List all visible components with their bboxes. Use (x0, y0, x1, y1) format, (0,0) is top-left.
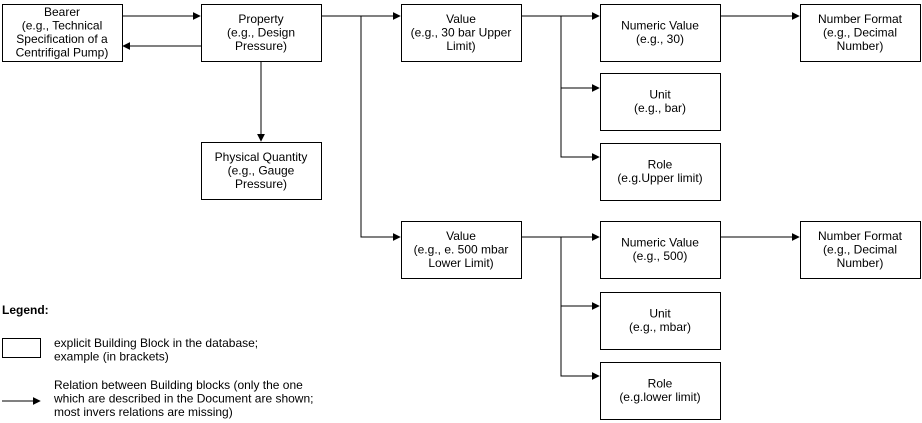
block-numeric-lower: Numeric Value(e.g., 500) (600, 221, 721, 279)
block-text-line: Pressure) (235, 177, 287, 191)
legend-arrow-description: most invers relations are missing) (54, 405, 233, 419)
block-text-line: Unit (649, 88, 671, 102)
block-text-line: (e.g., 30) (636, 32, 684, 46)
block-text-line: (e.g., Gauge (228, 163, 295, 177)
block-text-line: Number Format (818, 229, 903, 243)
block-text-line: (e.g.lower limit) (619, 390, 700, 404)
block-text-line: Numeric Value (621, 236, 699, 250)
block-text-line: Lower Limit) (428, 256, 493, 270)
relation-property-to-value-lower (360, 16, 401, 241)
block-role-upper: Role(e.g.Upper limit) (600, 143, 721, 201)
block-text-line: Unit (649, 307, 671, 321)
legend-box-description: explicit Building Block in the database; (54, 336, 258, 350)
block-text-line: (e.g.Upper limit) (617, 171, 702, 185)
legend-box-sample (2, 338, 41, 358)
block-text-line: Pressure) (235, 39, 287, 53)
block-text-line: (e.g., bar) (634, 101, 686, 115)
block-text-line: Number Format (818, 12, 903, 26)
block-text-line: Limit) (446, 39, 475, 53)
relation-value-upper-to-role (560, 88, 600, 161)
relation-value-lower-to-role (560, 306, 600, 380)
block-unit-bar: Unit(e.g., bar) (600, 73, 721, 131)
block-text-line: Specification of a (16, 32, 108, 46)
relations-layer (122, 12, 800, 380)
block-text-line: (e.g., Technical (22, 19, 103, 33)
block-text-line: (e.g., e. 500 mbar (414, 242, 509, 256)
block-text-line: (e.g., Decimal (823, 242, 897, 256)
block-numeric-upper: Numeric Value(e.g., 30) (600, 4, 721, 62)
relation-value-lower-to-unit (560, 237, 600, 310)
block-text-line: Physical Quantity (215, 150, 308, 164)
legend-arrow-description: Relation between Building blocks (only t… (54, 378, 303, 392)
block-text-line: Property (238, 12, 283, 26)
block-text-line: (e.g., Design (227, 25, 295, 39)
legend-title: Legend: (2, 303, 49, 317)
relation-value-upper-to-unit (560, 16, 600, 92)
block-text-line: Numeric Value (621, 19, 699, 33)
legend-arrow-description: which are described in the Document are … (53, 392, 313, 406)
legend-box-description: example (in brackets) (54, 350, 169, 364)
block-text-line: (e.g., 30 bar Upper (411, 25, 512, 39)
block-text-line: Role (648, 158, 673, 172)
block-text-line: Number) (837, 256, 884, 270)
block-unit-mbar: Unit(e.g., mbar) (600, 292, 721, 350)
block-text-line: (e.g., mbar) (629, 320, 691, 334)
block-text-line: Role (648, 377, 673, 391)
block-text-line: (e.g., 500) (633, 249, 688, 263)
block-text-line: (e.g., Decimal (823, 25, 897, 39)
block-text-line: Bearer (44, 5, 80, 19)
block-text-line: Centrifigal Pump) (16, 46, 109, 60)
legend: Legend: explicit Building Block in the da… (2, 303, 313, 419)
block-text-line: Value (446, 12, 476, 26)
block-text-line: Number) (837, 39, 884, 53)
block-role-lower: Role(e.g.lower limit) (600, 362, 721, 420)
block-text-line: Value (446, 229, 476, 243)
